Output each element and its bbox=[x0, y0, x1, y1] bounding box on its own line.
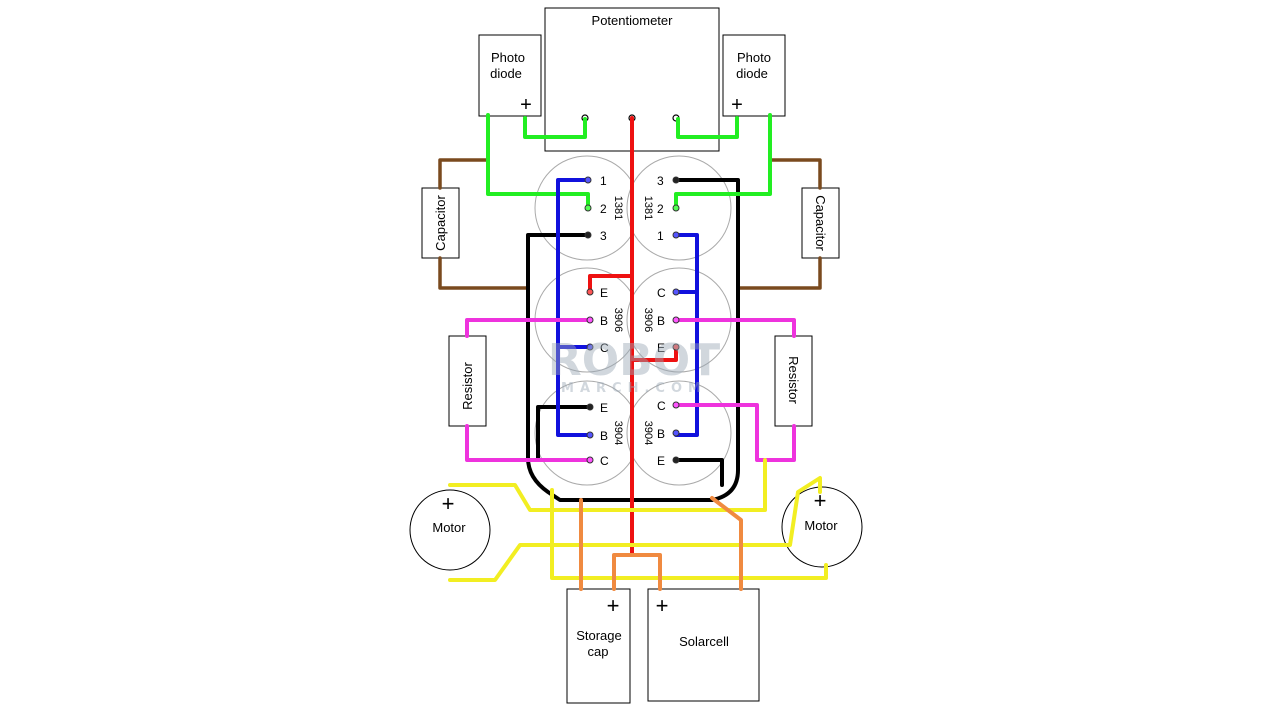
brown-wires bbox=[438, 158, 822, 290]
pin-1381-right-2: 2 bbox=[657, 202, 664, 216]
capacitor-right-label: Capacitor bbox=[813, 195, 828, 251]
photodiode-left-label-1: Photo bbox=[491, 50, 525, 65]
photodiode-right-label-2: diode bbox=[736, 66, 768, 81]
pin-3906-right-c: C bbox=[657, 286, 666, 300]
watermark: ROBOT MARCH.COM bbox=[548, 335, 720, 396]
motor-left-label: Motor bbox=[432, 520, 466, 535]
pin-3906-left-b: B bbox=[600, 314, 608, 328]
magenta-wires bbox=[465, 318, 796, 462]
potentiometer-label: Potentiometer bbox=[592, 13, 674, 28]
storage-cap-label-1: Storage bbox=[576, 628, 622, 643]
solarcell-plus: + bbox=[656, 593, 669, 618]
pin-1381-left-3: 3 bbox=[600, 229, 607, 243]
resistor-right: Resistor bbox=[774, 335, 813, 427]
chip-labels: 1381 1381 3906 3906 3904 3904 bbox=[612, 196, 654, 445]
green-wires bbox=[486, 113, 772, 210]
pin-3904-right-c: C bbox=[657, 399, 666, 413]
capacitor-right: Capacitor bbox=[801, 187, 840, 259]
chip-3906-right: 3906 bbox=[642, 308, 654, 332]
pin-3906-left-c: C bbox=[600, 341, 609, 355]
chip-3904-left: 3904 bbox=[612, 421, 624, 445]
pin-labels-right: 3 2 1 C B E C B E bbox=[657, 174, 666, 468]
red-wires bbox=[588, 116, 678, 557]
motor-right: Motor + bbox=[781, 486, 863, 568]
chip-3906-left: 3906 bbox=[612, 308, 624, 332]
watermark-line-2: MARCH.COM bbox=[561, 381, 707, 396]
chip-3904-right: 3904 bbox=[642, 421, 654, 445]
solarcell-label: Solarcell bbox=[679, 634, 729, 649]
blue-wires bbox=[556, 178, 699, 437]
storage-cap: Storage cap + bbox=[566, 588, 631, 704]
photodiode-right: Photo diode + bbox=[722, 34, 786, 117]
photodiode-left-label-2: diode bbox=[490, 66, 522, 81]
capacitor-left-label: Capacitor bbox=[433, 195, 448, 251]
pin-3904-left-e: E bbox=[600, 401, 608, 415]
pin-1381-left-2: 2 bbox=[600, 202, 607, 216]
motor-right-label: Motor bbox=[804, 518, 838, 533]
photodiode-left: Photo diode + bbox=[478, 34, 542, 117]
chip-1381-left: 1381 bbox=[612, 196, 624, 220]
motor-left-plus: + bbox=[442, 491, 455, 516]
pin-labels-left: 1 2 3 E B C E B C bbox=[600, 174, 609, 468]
resistor-right-label: Resistor bbox=[786, 356, 801, 404]
motor-right-plus: + bbox=[814, 488, 827, 513]
solarcell: Solarcell + bbox=[647, 588, 760, 702]
storage-cap-plus: + bbox=[607, 593, 620, 618]
capacitor-left: Capacitor bbox=[421, 187, 460, 259]
pin-1381-left-1: 1 bbox=[600, 174, 607, 188]
watermark-line-1: ROBOT bbox=[548, 335, 720, 386]
photodiode-right-plus: + bbox=[731, 94, 743, 116]
pin-3906-left-e: E bbox=[600, 286, 608, 300]
photodiode-left-plus: + bbox=[520, 94, 532, 116]
photodiode-right-label-1: Photo bbox=[737, 50, 771, 65]
storage-cap-label-2: cap bbox=[588, 644, 609, 659]
chip-1381-right: 1381 bbox=[642, 196, 654, 220]
pin-3904-right-e: E bbox=[657, 454, 665, 468]
motor-left: Motor + bbox=[409, 489, 491, 571]
pin-dots bbox=[584, 176, 680, 464]
yellow-wires bbox=[448, 458, 828, 582]
orange-wires bbox=[579, 496, 743, 591]
pin-3906-right-e: E bbox=[657, 341, 665, 355]
pin-3904-left-b: B bbox=[600, 429, 608, 443]
resistor-left: Resistor bbox=[448, 335, 487, 427]
resistor-left-label: Resistor bbox=[460, 361, 475, 409]
black-wires bbox=[526, 178, 740, 502]
pin-1381-right-1: 1 bbox=[657, 229, 664, 243]
pin-3906-right-b: B bbox=[657, 314, 665, 328]
pin-3904-left-c: C bbox=[600, 454, 609, 468]
pin-3904-right-b: B bbox=[657, 427, 665, 441]
pin-1381-right-3: 3 bbox=[657, 174, 664, 188]
